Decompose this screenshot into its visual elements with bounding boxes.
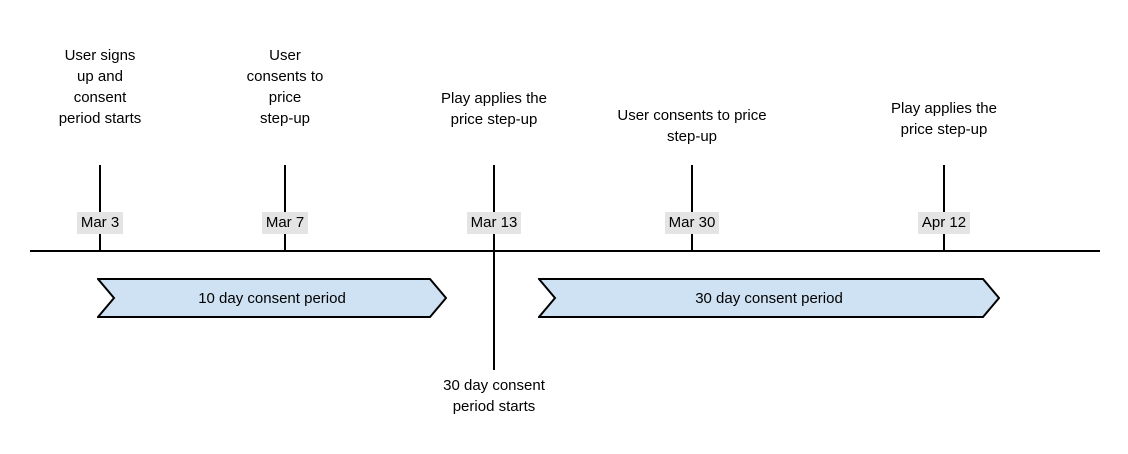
consent-period-banner: 10 day consent period	[97, 278, 447, 318]
consent-period-banner: 30 day consent period	[538, 278, 1000, 318]
chevron-arrow-icon	[538, 278, 1000, 318]
date-chip: Apr 12	[917, 212, 971, 234]
date-chip: Mar 3	[76, 212, 124, 234]
event-label: Play applies the price step-up	[891, 100, 997, 138]
date-chip: Mar 7	[261, 212, 309, 234]
event-tick	[99, 165, 101, 250]
event-label: User signs up and consent period starts	[58, 47, 142, 127]
event-label: User consents to price step-up	[246, 47, 324, 127]
chevron-arrow-icon	[97, 278, 447, 318]
event-label: User consents to price step-up	[617, 107, 767, 145]
date-chip: Mar 13	[466, 212, 522, 234]
timeline-axis	[30, 250, 1100, 252]
event-tick	[284, 165, 286, 250]
below-axis-label: 30 day consent period starts	[443, 377, 545, 415]
date-chip: Mar 30	[664, 212, 720, 234]
below-axis-connector-line	[493, 250, 495, 370]
event-label: Play applies the price step-up	[441, 90, 547, 128]
event-tick	[493, 165, 495, 250]
event-tick	[691, 165, 693, 250]
event-tick	[943, 165, 945, 250]
